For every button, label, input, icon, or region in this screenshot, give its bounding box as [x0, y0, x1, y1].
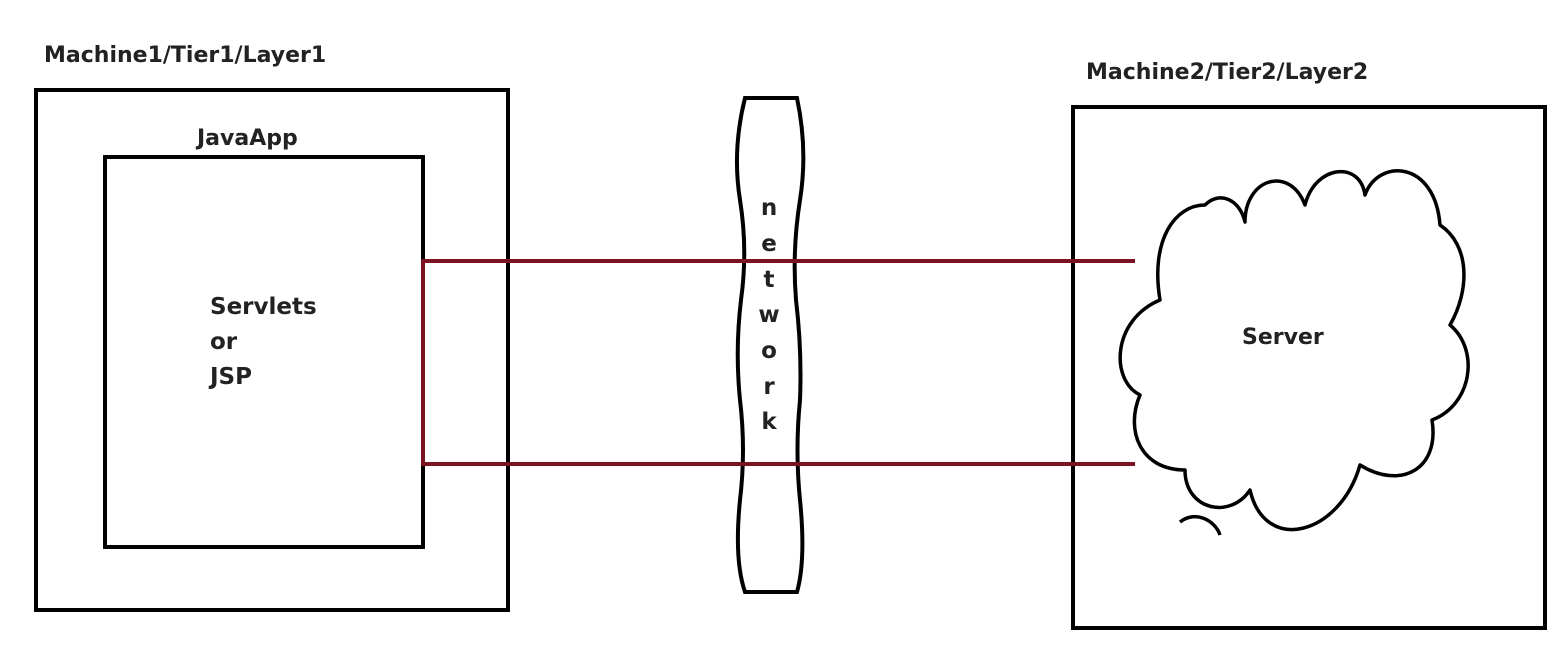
network-letter-e: e — [761, 231, 777, 257]
component-label: Servlets or JSP — [210, 290, 317, 395]
component-line1: Servlets — [210, 294, 317, 320]
machine1-box — [34, 88, 510, 612]
connectors — [421, 259, 1135, 466]
server-cloud — [1118, 169, 1470, 532]
network-letter-k: k — [761, 409, 777, 435]
machine2-box — [1071, 105, 1547, 630]
network-letter-w: w — [758, 302, 780, 328]
network-letter-t: t — [763, 267, 775, 293]
server-cloud-tail — [1178, 515, 1222, 536]
component-line2: or — [210, 329, 238, 355]
network-letter-o: o — [761, 338, 777, 364]
javaapp-label: JavaApp — [197, 126, 298, 151]
network-letter-n: n — [760, 195, 778, 221]
machine1-label: Machine1/Tier1/Layer1 — [44, 43, 327, 68]
machine2-label: Machine2/Tier2/Layer2 — [1086, 60, 1369, 85]
server-label: Server — [1242, 325, 1324, 350]
network-letter-r: r — [763, 374, 775, 400]
component-line3: JSP — [210, 364, 252, 390]
